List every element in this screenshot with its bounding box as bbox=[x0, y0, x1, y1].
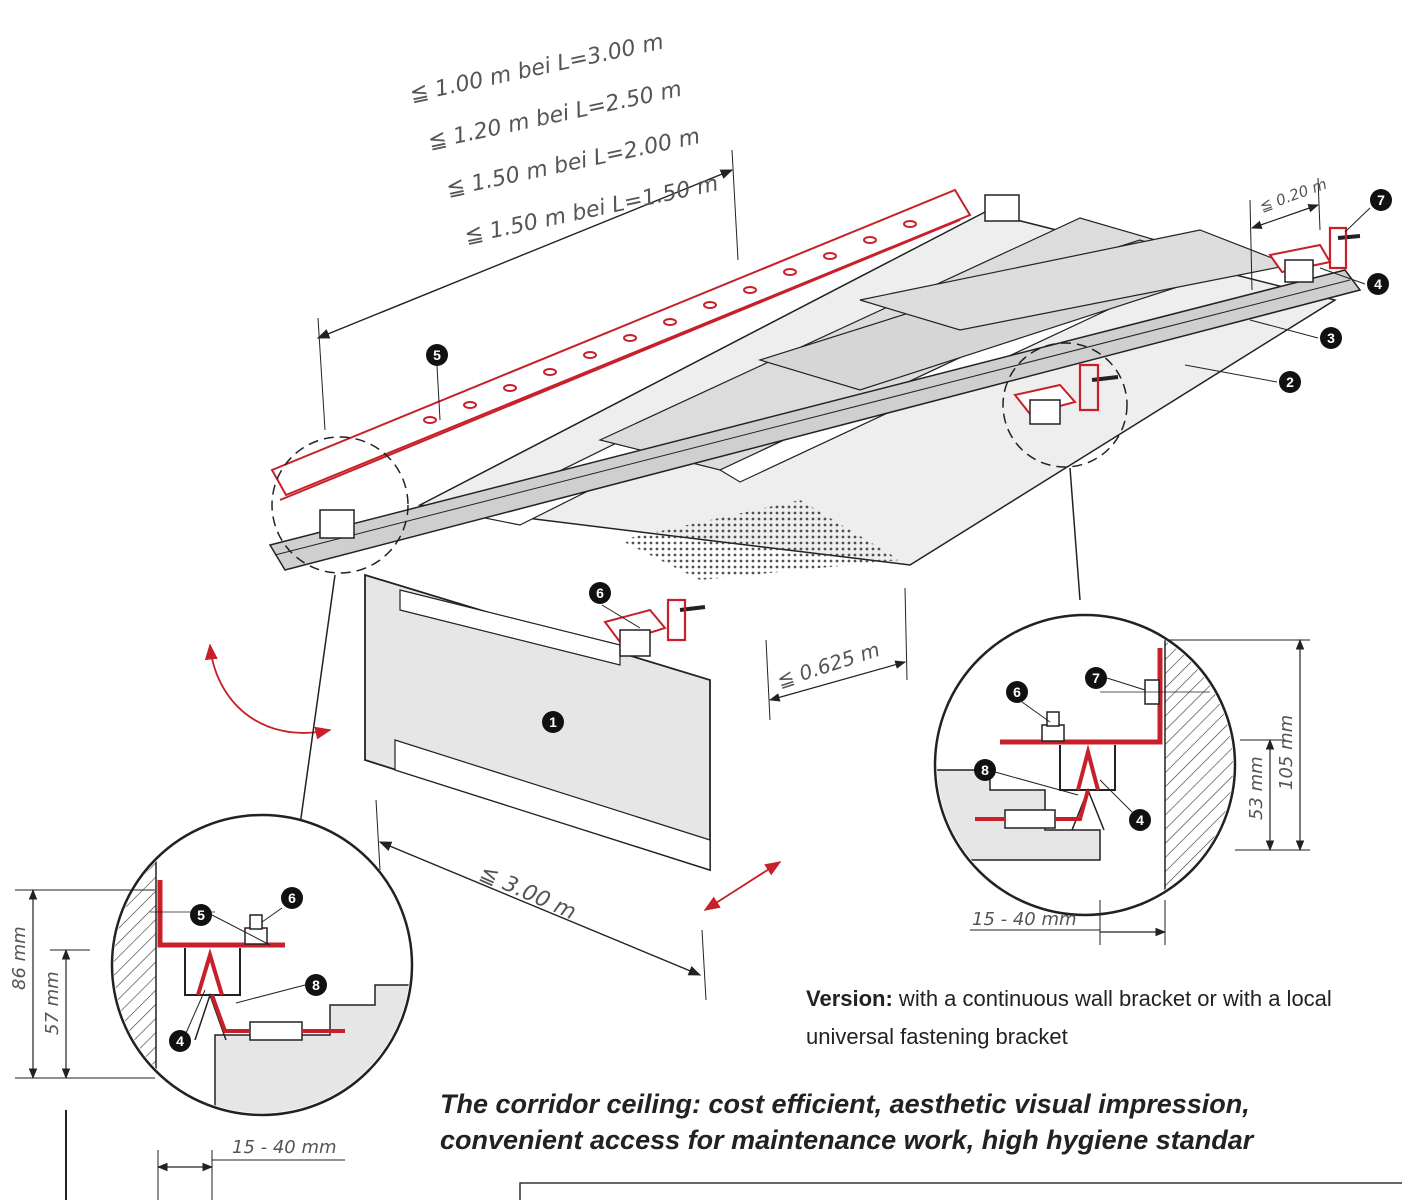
right-height-total: 105 mm bbox=[1276, 715, 1297, 790]
detail-marker-left bbox=[271, 436, 409, 574]
callout-2: 2 bbox=[1184, 364, 1301, 393]
left-height-total: 86 mm bbox=[9, 926, 30, 990]
callout-3: 3 bbox=[1249, 319, 1342, 349]
tagline-line-1: The corridor ceiling: cost efficient, ae… bbox=[440, 1089, 1250, 1119]
svg-text:6: 6 bbox=[288, 890, 296, 906]
panel-width-label: ≦ 0.625 m bbox=[774, 637, 882, 693]
callout-8-left: 8 bbox=[235, 974, 327, 1004]
callout-4-left: 4 bbox=[169, 989, 206, 1052]
svg-text:1: 1 bbox=[549, 714, 557, 730]
right-height-lower: 53 mm bbox=[1246, 756, 1267, 820]
support-rail bbox=[268, 269, 1362, 571]
svg-text:6: 6 bbox=[1013, 684, 1021, 700]
callout-4-main: 4 bbox=[1319, 267, 1389, 295]
svg-text:4: 4 bbox=[176, 1033, 184, 1049]
version-body: with a continuous wall bracket or with a… bbox=[806, 986, 1332, 1049]
spacing-labels: ≦ 1.00 m bei L=3.00 m ≦ 1.20 m bei L=2.5… bbox=[408, 30, 721, 250]
tagline: The corridor ceiling: cost efficient, ae… bbox=[440, 1086, 1402, 1158]
svg-text:4: 4 bbox=[1136, 812, 1144, 828]
dim-span bbox=[316, 149, 739, 431]
detail-marker-right bbox=[1002, 342, 1128, 468]
hex-nut bbox=[1041, 724, 1065, 742]
svg-text:7: 7 bbox=[1092, 670, 1100, 686]
wall-plate bbox=[666, 226, 1348, 642]
tagline-line-2: convenient access for maintenance work, … bbox=[440, 1125, 1254, 1155]
svg-text:4: 4 bbox=[1374, 276, 1382, 292]
callout-6-left: 6 bbox=[261, 887, 303, 923]
cable-plug bbox=[249, 1021, 303, 1041]
clip-body bbox=[319, 194, 1314, 657]
callout-7-right: 7 bbox=[1085, 667, 1146, 691]
ceiling-assembly bbox=[268, 188, 1362, 872]
svg-text:8: 8 bbox=[981, 762, 989, 778]
svg-text:5: 5 bbox=[197, 907, 205, 923]
wall-hatch bbox=[114, 817, 156, 1113]
left-height-lower: 57 mm bbox=[42, 971, 63, 1035]
wall-bracket-section bbox=[157, 880, 285, 948]
dim-panel-length bbox=[375, 799, 707, 1001]
cable-plug bbox=[1004, 809, 1056, 829]
slide-arrow bbox=[703, 861, 782, 911]
dim-wall-offset bbox=[1249, 177, 1321, 291]
svg-text:7: 7 bbox=[1377, 192, 1385, 208]
wall-offset-label: ≦ 0.20 m bbox=[1257, 175, 1329, 216]
dim-panel-width bbox=[765, 587, 908, 721]
svg-text:2: 2 bbox=[1286, 374, 1294, 390]
svg-text:8: 8 bbox=[312, 977, 320, 993]
callout-4-right: 4 bbox=[1099, 779, 1151, 831]
panel-length-label: ≦ 3.00 m bbox=[476, 861, 580, 926]
callout-6-right: 6 bbox=[1006, 681, 1051, 723]
wall-bracket-section bbox=[1000, 648, 1163, 745]
right-gap: 15 - 40 mm bbox=[972, 909, 1077, 930]
detail-left: 86 mm 57 mm 15 - 40 mm bbox=[9, 813, 414, 1200]
callout-7-main: 7 bbox=[1344, 189, 1392, 233]
callout-1: 1 bbox=[542, 711, 564, 733]
left-gap: 15 - 40 mm bbox=[232, 1137, 337, 1158]
callout-5-main: 5 bbox=[426, 344, 448, 421]
svg-text:3: 3 bbox=[1327, 330, 1335, 346]
version-note: Version: with a continuous wall bracket … bbox=[806, 980, 1402, 1056]
swing-arrow bbox=[204, 643, 332, 740]
perforated-area bbox=[620, 500, 900, 580]
svg-text:5: 5 bbox=[433, 347, 441, 363]
content-frame bbox=[519, 1182, 1402, 1200]
callout-8-right: 8 bbox=[974, 759, 1079, 796]
panel-lip bbox=[399, 589, 621, 666]
callout-6-main: 6 bbox=[589, 582, 641, 629]
svg-text:6: 6 bbox=[596, 585, 604, 601]
version-label: Version: bbox=[806, 986, 893, 1011]
callout-5-left: 5 bbox=[190, 904, 271, 946]
